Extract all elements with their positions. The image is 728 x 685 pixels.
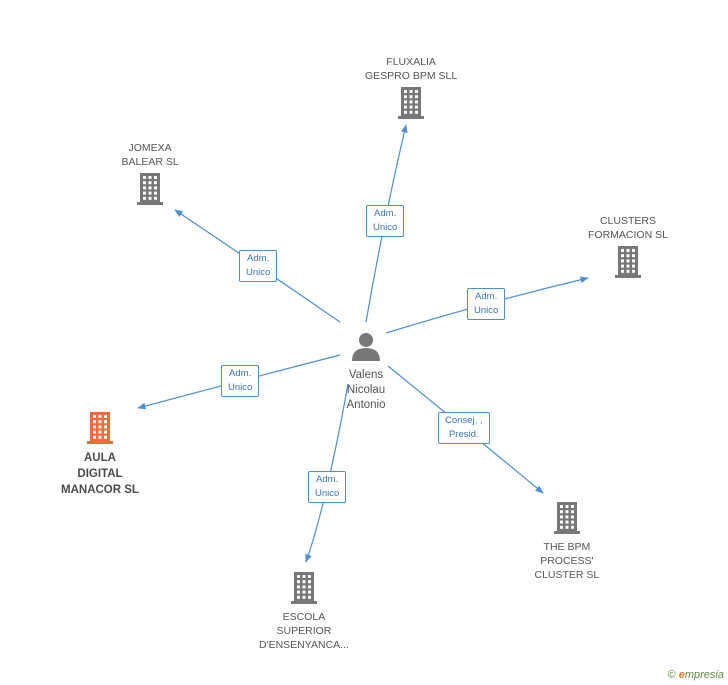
- edge-label-line: Unico: [315, 488, 340, 499]
- company-name-escola[interactable]: ESCOLA SUPERIOR D'ENSENYANCA...: [259, 610, 349, 652]
- company-name-line: SUPERIOR: [276, 625, 332, 637]
- edge-label-line: Adm.: [374, 208, 397, 219]
- edge-label-line: Unico: [228, 382, 253, 393]
- company-name-line: CLUSTERS: [599, 215, 656, 227]
- company-name-line: BALEAR SL: [121, 156, 179, 168]
- company-name-line: ESCOLA: [282, 611, 326, 623]
- company-name-line: AULA: [84, 452, 116, 464]
- person-name-line: Antonio: [346, 399, 386, 411]
- copyright-footer[interactable]: ©empresia: [668, 669, 724, 681]
- building-icon-fluxalia[interactable]: [398, 87, 424, 119]
- company-name-line: MANACOR SL: [61, 484, 139, 496]
- edge-label-line: Unico: [246, 267, 271, 278]
- copyright-icon: ©: [667, 669, 676, 681]
- edge-label-line: Unico: [474, 305, 499, 316]
- company-name-line: PROCESS': [540, 555, 594, 567]
- edge-label-line: Consej. ,: [445, 415, 483, 426]
- company-name-line: JOMEXA: [128, 142, 172, 154]
- building-icon-jomexa[interactable]: [137, 173, 163, 205]
- empresia-logo-text: mpresia: [684, 669, 724, 681]
- empresia-logo-initial: e: [678, 669, 685, 681]
- person-icon[interactable]: [352, 333, 380, 361]
- building-icon-bpm[interactable]: [554, 502, 580, 534]
- person-name-line: Nicolau: [346, 384, 386, 396]
- edge-label-line: Adm.: [475, 291, 498, 302]
- company-name-jomexa[interactable]: JOMEXA BALEAR SL: [122, 141, 179, 169]
- company-name-line: THE BPM: [543, 541, 591, 553]
- edge-label-line: Adm.: [229, 368, 252, 379]
- edge-label-bpm[interactable]: Consej. , Presid.: [438, 412, 490, 444]
- company-name-line: GESPRO BPM SLL: [365, 70, 458, 82]
- edge-label-fluxalia[interactable]: Adm. Unico: [366, 205, 405, 237]
- company-name-line: DIGITAL: [77, 468, 123, 480]
- company-name-line: FLUXALIA: [386, 56, 436, 68]
- company-name-line: CLUSTER SL: [534, 569, 600, 581]
- building-icon-aula[interactable]: [87, 412, 113, 444]
- edge-label-aula[interactable]: Adm. Unico: [221, 365, 260, 397]
- edge-label-line: Unico: [373, 222, 398, 233]
- edge-label-line: Presid.: [448, 429, 479, 440]
- company-name-line: D'ENSENYANCA...: [259, 639, 349, 651]
- company-name-line: FORMACION SL: [588, 229, 668, 241]
- icons-layer: [87, 87, 641, 604]
- company-name-bpm[interactable]: THE BPM PROCESS' CLUSTER SL: [535, 540, 600, 582]
- edge-label-line: Adm.: [247, 253, 270, 264]
- company-name-aula[interactable]: AULA DIGITAL MANACOR SL: [61, 450, 139, 498]
- building-icon-escola[interactable]: [291, 572, 317, 604]
- building-icon-clusters[interactable]: [615, 246, 641, 278]
- edge-label-escola[interactable]: Adm. Unico: [308, 471, 347, 503]
- edge-label-clusters[interactable]: Adm. Unico: [467, 288, 506, 320]
- company-name-fluxalia[interactable]: FLUXALIA GESPRO BPM SLL: [365, 55, 457, 83]
- edge-label-line: Adm.: [316, 474, 339, 485]
- edge-label-jomexa[interactable]: Adm. Unico: [239, 250, 278, 282]
- company-name-clusters[interactable]: CLUSTERS FORMACION SL: [588, 214, 668, 242]
- person-name-line: Valens: [348, 369, 384, 381]
